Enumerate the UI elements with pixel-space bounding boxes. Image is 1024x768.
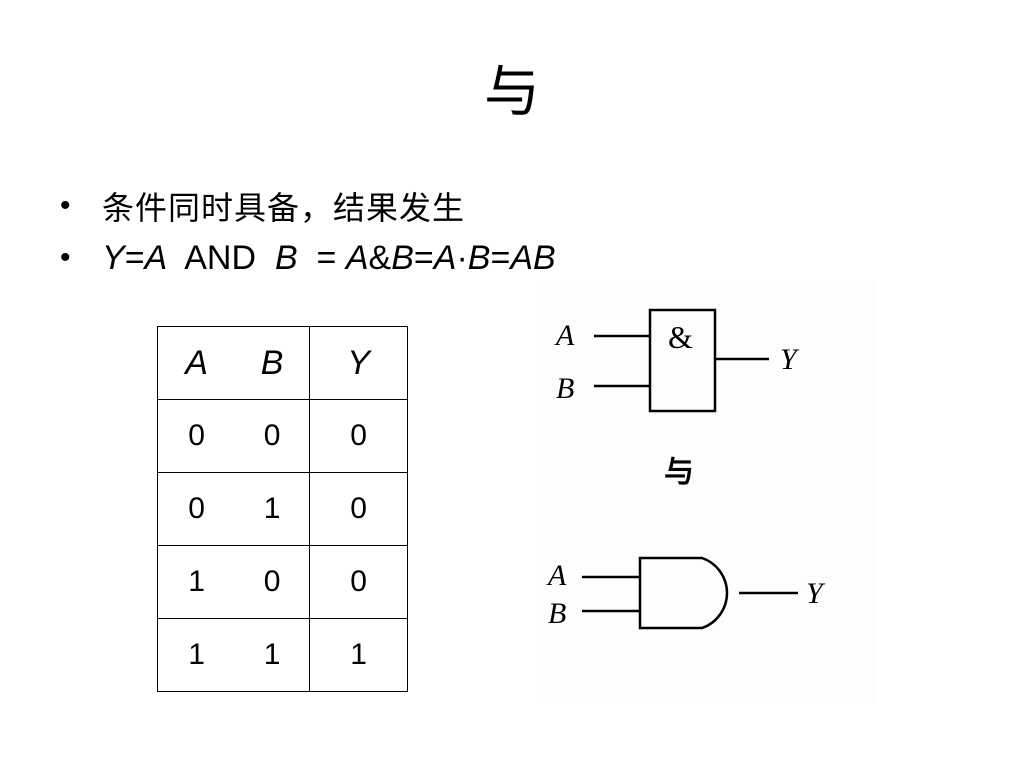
formula-y: Y bbox=[102, 238, 125, 277]
shaped-and-gate: A B Y bbox=[546, 556, 826, 630]
cell-a: 0 bbox=[157, 472, 236, 546]
cell-a: 1 bbox=[188, 638, 205, 671]
cell-b: 1 bbox=[235, 618, 311, 692]
formula-amp: & bbox=[368, 238, 392, 277]
cell-y: 1 bbox=[350, 638, 367, 671]
formula-b3: B bbox=[467, 238, 491, 277]
formula-eq4: = bbox=[490, 238, 511, 277]
formula-a1: A bbox=[144, 238, 168, 277]
bullet-list: • 条件同时具备，结果发生 • Y=A AND B = A&B=A·B=AB bbox=[60, 180, 960, 284]
formula-ab: AB bbox=[510, 238, 556, 277]
and-formula: Y=A AND B = A&B=A·B=AB bbox=[102, 239, 556, 278]
header-b: B bbox=[235, 326, 311, 400]
shaped-output-label: Y bbox=[806, 577, 826, 610]
formula-eq2: = bbox=[297, 238, 346, 277]
and-gate-diagram: A B & Y 与 A B Y bbox=[536, 280, 876, 704]
formula-dot: · bbox=[456, 238, 468, 277]
formula-a2: A bbox=[345, 238, 369, 277]
bullet-condition: • 条件同时具备，结果发生 bbox=[60, 180, 960, 232]
header-y: Y bbox=[309, 326, 408, 400]
formula-b2: B bbox=[391, 238, 414, 277]
cell-a: 1 bbox=[157, 545, 236, 619]
header-a: A bbox=[157, 326, 236, 400]
cell-b: 0 bbox=[235, 545, 311, 619]
rect-and-gate: A B & Y bbox=[554, 308, 800, 413]
formula-a3: A bbox=[433, 238, 457, 277]
rect-input-a-label: A bbox=[554, 319, 575, 352]
shaped-input-a-label: A bbox=[546, 559, 567, 592]
rect-gate-symbol: & bbox=[668, 319, 693, 355]
cell-y: 0 bbox=[309, 545, 408, 619]
rect-gate-body bbox=[648, 308, 717, 413]
table-row: 1 1 1 bbox=[158, 618, 408, 692]
cell-a: 0 bbox=[157, 399, 236, 473]
bullet-dot: • bbox=[60, 241, 71, 274]
cell-b: 1 bbox=[235, 472, 311, 546]
formula-eq3: = bbox=[413, 238, 434, 277]
table-row: 1 0 0 bbox=[157, 545, 408, 619]
shaped-gate-body bbox=[638, 556, 729, 630]
formula-b1: B bbox=[274, 238, 298, 277]
formula-eq1: = bbox=[124, 238, 145, 277]
truth-table-header-row: A B Y bbox=[157, 326, 408, 400]
table-row: 0 0 0 bbox=[157, 399, 408, 473]
diagram-caption: 与 bbox=[664, 455, 694, 490]
bullet-dot: • bbox=[60, 189, 71, 222]
cell-b: 0 bbox=[235, 399, 311, 473]
cell-y: 0 bbox=[309, 472, 408, 546]
formula-and: AND bbox=[167, 238, 275, 277]
cell-y: 0 bbox=[309, 399, 408, 473]
slide-title: 与 bbox=[484, 60, 540, 125]
and-gate-svg: A B & Y 与 A B Y bbox=[546, 308, 826, 630]
condition-text: 条件同时具备，结果发生 bbox=[102, 189, 466, 227]
rect-input-b-label: B bbox=[556, 372, 574, 405]
rect-output-label: Y bbox=[780, 343, 800, 376]
bullet-formula: • Y=A AND B = A&B=A·B=AB bbox=[60, 232, 960, 284]
shaped-input-b-label: B bbox=[548, 597, 566, 630]
truth-table: A B Y 0 0 0 0 1 0 1 0 0 1 1 1 bbox=[157, 326, 408, 692]
table-row: 0 1 0 bbox=[157, 472, 408, 546]
